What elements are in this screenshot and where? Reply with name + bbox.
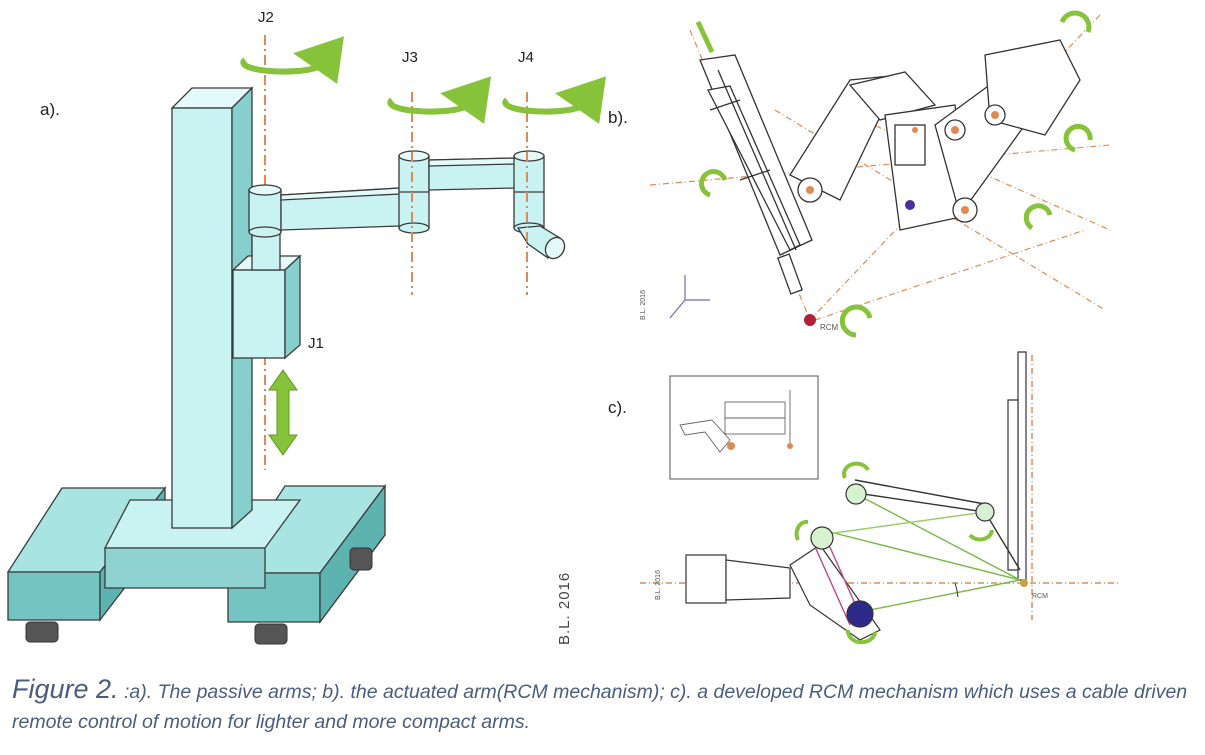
j4-joint [513,150,566,260]
wheels [25,547,373,645]
link-2 [428,157,516,191]
coordinate-frame-icon [669,275,710,319]
rotation-arrow-j2 [240,36,345,84]
panel-c-drawing: RCM B.L. 2016 [640,351,1118,645]
j2-joint [248,184,282,238]
panel-c-credit-small: B.L. 2016 [655,570,662,600]
pulleys [810,483,995,628]
j2-label: J2 [258,9,274,26]
panel-credit-large: B.L. 2016 [556,571,573,645]
panel-b-credit: B.L. 2016 [640,290,647,320]
j1-slider-block [231,254,302,360]
figure-caption: Figure 2. :a). The passive arms; b). the… [12,674,1202,737]
panel-c-label: c). [608,398,627,417]
caption-text: :a). The passive arms; b). the actuated … [12,681,1188,733]
rcm-label-b: RCM [820,323,839,332]
cable-links [811,479,1021,626]
instrument-carriage [699,54,813,295]
inset-box [669,375,819,480]
panel-a-drawing: J2 J3 J4 J1 [6,9,607,645]
panel-b-drawing: RCM B.L. 2016 [640,10,1111,338]
rotation-arrow-j3 [387,76,492,124]
panel-b-label: b). [608,108,628,127]
rcm-label-c: RCM [1032,593,1048,600]
j1-label: J1 [308,335,324,352]
rcm-point-c [1020,579,1028,587]
rotation-arrow-j4 [502,76,607,124]
j3-label: J3 [402,49,418,66]
parallelogram-links [789,39,1081,231]
link-1 [280,187,401,231]
j3-joint [398,150,430,234]
j4-label: J4 [518,49,534,66]
rotation-arrows-c [794,461,994,645]
rotation-arrows-b [695,10,1093,338]
panel-a-label: a). [40,100,60,119]
rcm-point-b [804,314,816,326]
translation-arrow-j1 [268,369,298,456]
caption-lead: Figure 2. [12,674,119,704]
